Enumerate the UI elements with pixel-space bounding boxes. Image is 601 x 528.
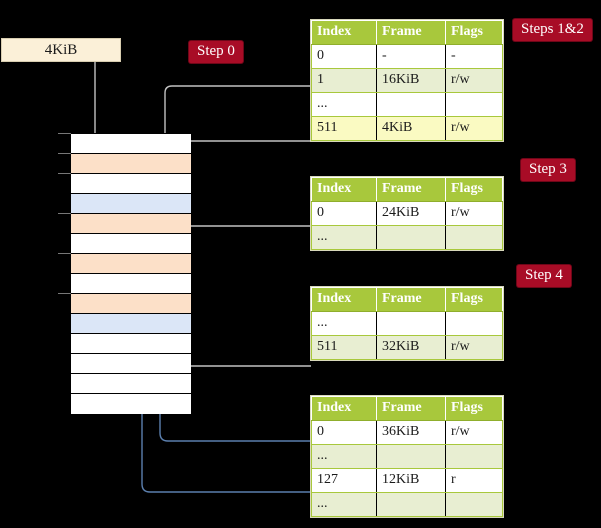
- column-header-flags: Flags: [445, 20, 503, 45]
- table-header-row: Index Frame Flags: [311, 287, 503, 312]
- table-row: 0 - -: [311, 44, 503, 69]
- memory-row: [71, 274, 191, 294]
- cell-frame: [376, 492, 446, 517]
- page-table-level-4: Index Frame Flags 0 - - 1 16KiB r/w ...: [311, 20, 503, 141]
- table-row: 1 16KiB r/w: [311, 68, 503, 93]
- memory-row: [71, 394, 191, 414]
- column-header-frame: Frame: [376, 20, 446, 45]
- cell-flags: [445, 311, 503, 336]
- table-header-row: Index Frame Flags: [311, 177, 503, 202]
- memory-row: [71, 194, 191, 214]
- memory-tick: [58, 153, 71, 154]
- column-header-flags: Flags: [445, 396, 503, 421]
- table-row: ...: [311, 311, 503, 336]
- column-header-flags: Flags: [445, 287, 503, 312]
- memory-row: [71, 134, 191, 154]
- cell-frame: 4KiB: [376, 116, 446, 141]
- column-header-flags: Flags: [445, 177, 503, 202]
- wire-steps12-b: [171, 140, 311, 151]
- column-header-index: Index: [311, 396, 377, 421]
- column-header-frame: Frame: [376, 287, 446, 312]
- cell-index: ...: [311, 311, 377, 336]
- cell-flags: -: [445, 44, 503, 69]
- cell-index: 1: [311, 68, 377, 93]
- wire-step3: [177, 225, 311, 251]
- cell-flags: r/w: [445, 116, 503, 141]
- table-row: ...: [311, 225, 503, 250]
- table-row: ...: [311, 492, 503, 517]
- cell-index: 511: [311, 335, 377, 360]
- memory-row: [71, 294, 191, 314]
- column-header-index: Index: [311, 20, 377, 45]
- cell-index: 0: [311, 420, 377, 445]
- cell-flags: r/w: [445, 335, 503, 360]
- table-row-highlighted: 511 4KiB r/w: [311, 116, 503, 141]
- memory-tick: [58, 293, 71, 294]
- cell-flags: r/w: [445, 68, 503, 93]
- table-row: 511 32KiB r/w: [311, 335, 503, 360]
- cell-frame: [376, 311, 446, 336]
- cell-frame: 32KiB: [376, 335, 446, 360]
- column-header-frame: Frame: [376, 177, 446, 202]
- page-table-level-1: Index Frame Flags 0 36KiB r/w ... 127 12…: [311, 396, 503, 517]
- cell-frame: [376, 225, 446, 250]
- source-frame-box: 4KiB: [1, 38, 121, 62]
- cell-flags: [445, 492, 503, 517]
- cell-frame: [376, 92, 446, 117]
- cell-index: 127: [311, 468, 377, 493]
- memory-tick: [58, 213, 71, 214]
- cell-frame: [376, 444, 446, 469]
- physical-memory-column: [70, 133, 191, 414]
- cell-index: ...: [311, 225, 377, 250]
- memory-tick: [58, 133, 71, 134]
- cell-frame: 24KiB: [376, 201, 446, 226]
- memory-row: [71, 254, 191, 274]
- cell-flags: [445, 225, 503, 250]
- cell-index: 0: [311, 201, 377, 226]
- wire-step4: [171, 311, 311, 367]
- badge-steps-1-2: Steps 1&2: [513, 19, 592, 41]
- table-row: 0 36KiB r/w: [311, 420, 503, 445]
- cell-flags: r/w: [445, 201, 503, 226]
- cell-flags: r: [445, 468, 503, 493]
- badge-step-0: Step 0: [189, 41, 243, 63]
- cell-index: ...: [311, 444, 377, 469]
- cell-frame: -: [376, 44, 446, 69]
- table-row: ...: [311, 92, 503, 117]
- cell-frame: 36KiB: [376, 420, 446, 445]
- table-row: 0 24KiB r/w: [311, 201, 503, 226]
- badge-step-4: Step 4: [517, 265, 571, 287]
- cell-index: ...: [311, 92, 377, 117]
- table-header-row: Index Frame Flags: [311, 20, 503, 45]
- page-table-level-3: Index Frame Flags 0 24KiB r/w ...: [311, 177, 503, 250]
- cell-flags: [445, 92, 503, 117]
- memory-tick: [58, 173, 71, 174]
- column-header-frame: Frame: [376, 396, 446, 421]
- cell-flags: [445, 444, 503, 469]
- cell-frame: 16KiB: [376, 68, 446, 93]
- page-table-level-2: Index Frame Flags ... 511 32KiB r/w: [311, 287, 503, 360]
- memory-row: [71, 314, 191, 334]
- table-header-row: Index Frame Flags: [311, 396, 503, 421]
- memory-row: [71, 334, 191, 354]
- memory-row: [71, 154, 191, 174]
- memory-row: [71, 174, 191, 194]
- table-row: ...: [311, 444, 503, 469]
- column-header-index: Index: [311, 177, 377, 202]
- memory-row: [71, 214, 191, 234]
- badge-step-3: Step 3: [521, 159, 575, 181]
- memory-tick: [58, 253, 71, 254]
- cell-flags: r/w: [445, 420, 503, 445]
- column-header-index: Index: [311, 287, 377, 312]
- cell-index: 511: [311, 116, 377, 141]
- memory-row: [71, 354, 191, 374]
- table-row: 127 12KiB r: [311, 468, 503, 493]
- cell-index: ...: [311, 492, 377, 517]
- memory-row: [71, 374, 191, 394]
- cell-frame: 12KiB: [376, 468, 446, 493]
- cell-index: 0: [311, 44, 377, 69]
- memory-row: [71, 234, 191, 254]
